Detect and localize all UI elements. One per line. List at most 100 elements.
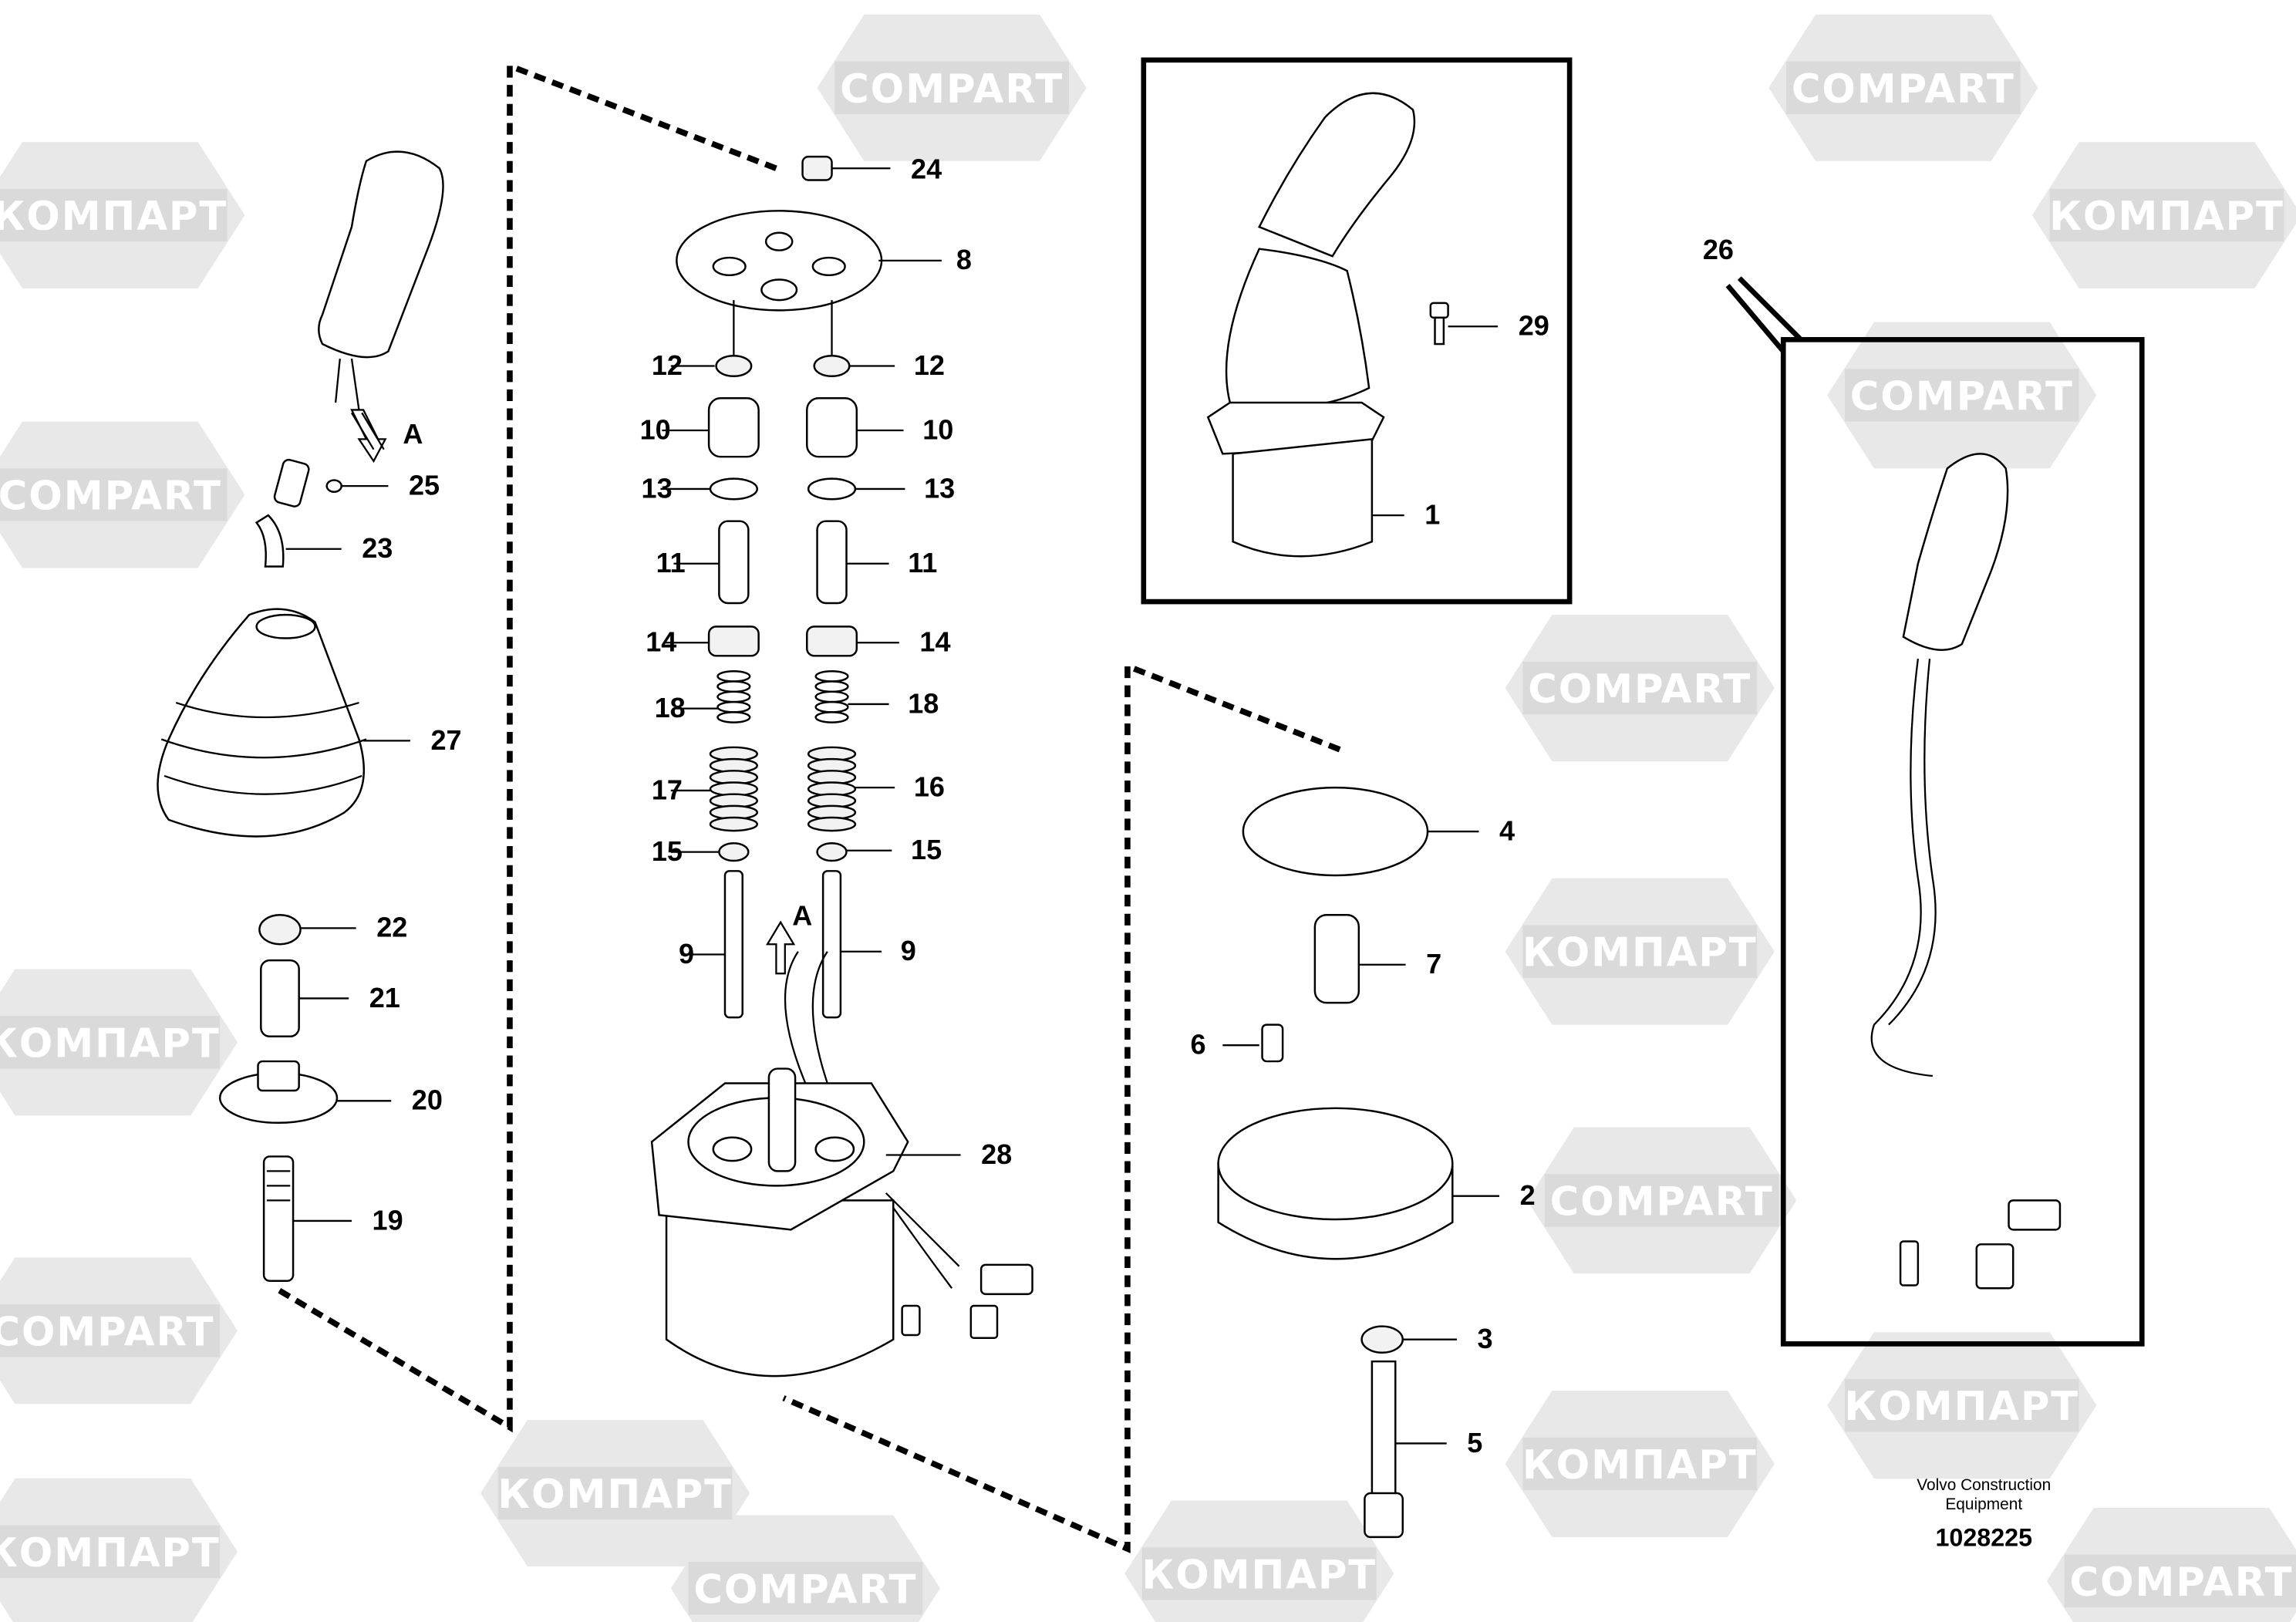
callout-2: 2	[1520, 1179, 1536, 1211]
watermark-text: КОМПАРТ	[1141, 1552, 1377, 1598]
watermark-tile: COMPART	[1844, 369, 2079, 422]
callout-11: 11	[656, 547, 686, 578]
watermark-text: COMPART	[693, 1566, 917, 1613]
leader-26b	[1737, 276, 1803, 342]
detail-box-handle-harness	[1780, 337, 2145, 1347]
watermark-tile: COMPART	[1544, 1174, 1779, 1227]
watermark-text: COMPART	[0, 1309, 214, 1355]
part-27-boot	[157, 608, 367, 838]
arrow-a-left	[350, 409, 387, 464]
part-18-spring-coil	[814, 690, 849, 703]
part-18-spring-coil	[716, 711, 751, 723]
watermark-band-layer: КОМПАРТ COMPART КОМПАРТ COMPART КОМПАРТ COMPA…	[0, 61, 2296, 1615]
watermark-tile: КОМПАРТ	[1522, 925, 1758, 978]
callout-23: 23	[362, 532, 393, 564]
watermark-tile: COMPART	[688, 1562, 923, 1615]
part-7-spacer	[1313, 914, 1360, 1004]
callout-18: 18	[655, 692, 686, 723]
watermark-text: COMPART	[0, 474, 222, 520]
dashed-frame-right	[782, 662, 1341, 1553]
callout-14: 14	[646, 626, 676, 658]
callout-25: 25	[409, 470, 440, 501]
callout-3: 3	[1478, 1323, 1493, 1354]
part-19-pin	[262, 1155, 295, 1282]
part-11-plunger	[816, 520, 848, 605]
part-21-sleeve	[260, 959, 300, 1038]
watermark-text: КОМПАРТ	[0, 1530, 221, 1576]
watermark-tile: COMPART	[2064, 1554, 2296, 1608]
callout-16: 16	[914, 771, 945, 803]
callout-11: 11	[908, 547, 937, 578]
part-13-oring	[709, 477, 758, 501]
document-number: 1028225	[1935, 1523, 2032, 1551]
part-22-bushing	[258, 914, 302, 946]
watermark-text: КОМПАРТ	[1844, 1384, 2079, 1430]
callout-A: A	[792, 900, 812, 932]
watermark-text: КОМПАРТ	[497, 1472, 733, 1518]
watermark-tile: КОМПАРТ	[2049, 188, 2284, 242]
callout-9: 9	[679, 938, 694, 969]
part-12-seal	[715, 354, 753, 378]
watermark-tile: КОМПАРТ	[1141, 1547, 1377, 1600]
watermark-tile: COMPART	[834, 61, 1070, 115]
part-26-handle-harness	[1870, 453, 2062, 1290]
part-14-retainer	[806, 626, 858, 657]
watermark-text: КОМПАРТ	[1522, 1442, 1758, 1489]
part-18-spring-coil	[814, 711, 849, 723]
part-16-17-spring-coil	[709, 816, 758, 832]
part-10-guide	[806, 397, 858, 458]
part-23-tube	[255, 514, 285, 568]
callout-13: 13	[642, 472, 673, 504]
part-5-bolt	[1364, 1360, 1404, 1539]
leader-26a	[1725, 283, 1785, 353]
callout-15: 15	[911, 834, 942, 865]
arrow-a-center	[766, 920, 796, 975]
watermark-tile: КОМПАРТ	[1522, 1437, 1758, 1491]
watermark-tile: КОМПАРТ	[0, 1016, 221, 1069]
part-18-spring-coil	[716, 700, 751, 713]
watermark-text: COMPART	[1550, 1179, 1774, 1225]
callout-7: 7	[1426, 948, 1441, 980]
watermark-tile: COMPART	[0, 468, 228, 521]
part-12-seal	[813, 354, 851, 378]
plunger-stacks	[707, 300, 858, 1019]
callout-12: 12	[652, 349, 683, 381]
part-16-17-spring-coil	[807, 816, 857, 832]
callout-1: 1	[1424, 498, 1440, 530]
watermark-tile: КОМПАРТ	[0, 188, 228, 242]
callout-14: 14	[919, 626, 950, 658]
part-9-pusher	[821, 870, 842, 1019]
watermark-text: COMPART	[840, 66, 1064, 113]
part-18-spring-coil	[814, 680, 849, 693]
callout-22: 22	[376, 912, 407, 943]
watermark-text: КОМПАРТ	[0, 1020, 221, 1067]
callout-24: 24	[911, 153, 942, 185]
part-18-spring-coil	[716, 690, 751, 703]
part-2-block	[1217, 1107, 1454, 1260]
leader-lines	[285, 167, 1500, 1445]
callout-9: 9	[901, 935, 916, 966]
callout-13: 13	[924, 472, 955, 504]
part-20-plate	[218, 1060, 339, 1125]
watermark-tile: КОМПАРТ	[497, 1466, 733, 1520]
callout-21: 21	[369, 982, 400, 1013]
callout-19: 19	[373, 1204, 403, 1236]
watermark-text: COMPART	[1850, 373, 2074, 420]
watermark-tile: КОМПАРТ	[0, 1525, 221, 1579]
callout-4: 4	[1499, 814, 1515, 846]
callout-12: 12	[914, 349, 945, 381]
watermark-tile: КОМПАРТ	[1844, 1378, 2079, 1432]
watermark-text: КОМПАРТ	[0, 194, 228, 240]
part-15-washer	[718, 842, 750, 862]
company-name-line1: Volvo Construction	[1917, 1476, 2051, 1494]
callout-6: 6	[1191, 1029, 1206, 1061]
part-4-oring	[1242, 786, 1429, 877]
watermark-text: КОМПАРТ	[2049, 194, 2284, 240]
watermark-tile: COMPART	[1522, 661, 1758, 715]
callout-5: 5	[1467, 1427, 1482, 1458]
callout-26: 26	[1703, 234, 1734, 265]
callout-27: 27	[430, 724, 461, 756]
callout-29: 29	[1519, 310, 1549, 342]
part-9-pusher	[723, 870, 743, 1019]
callout-17: 17	[652, 774, 683, 805]
